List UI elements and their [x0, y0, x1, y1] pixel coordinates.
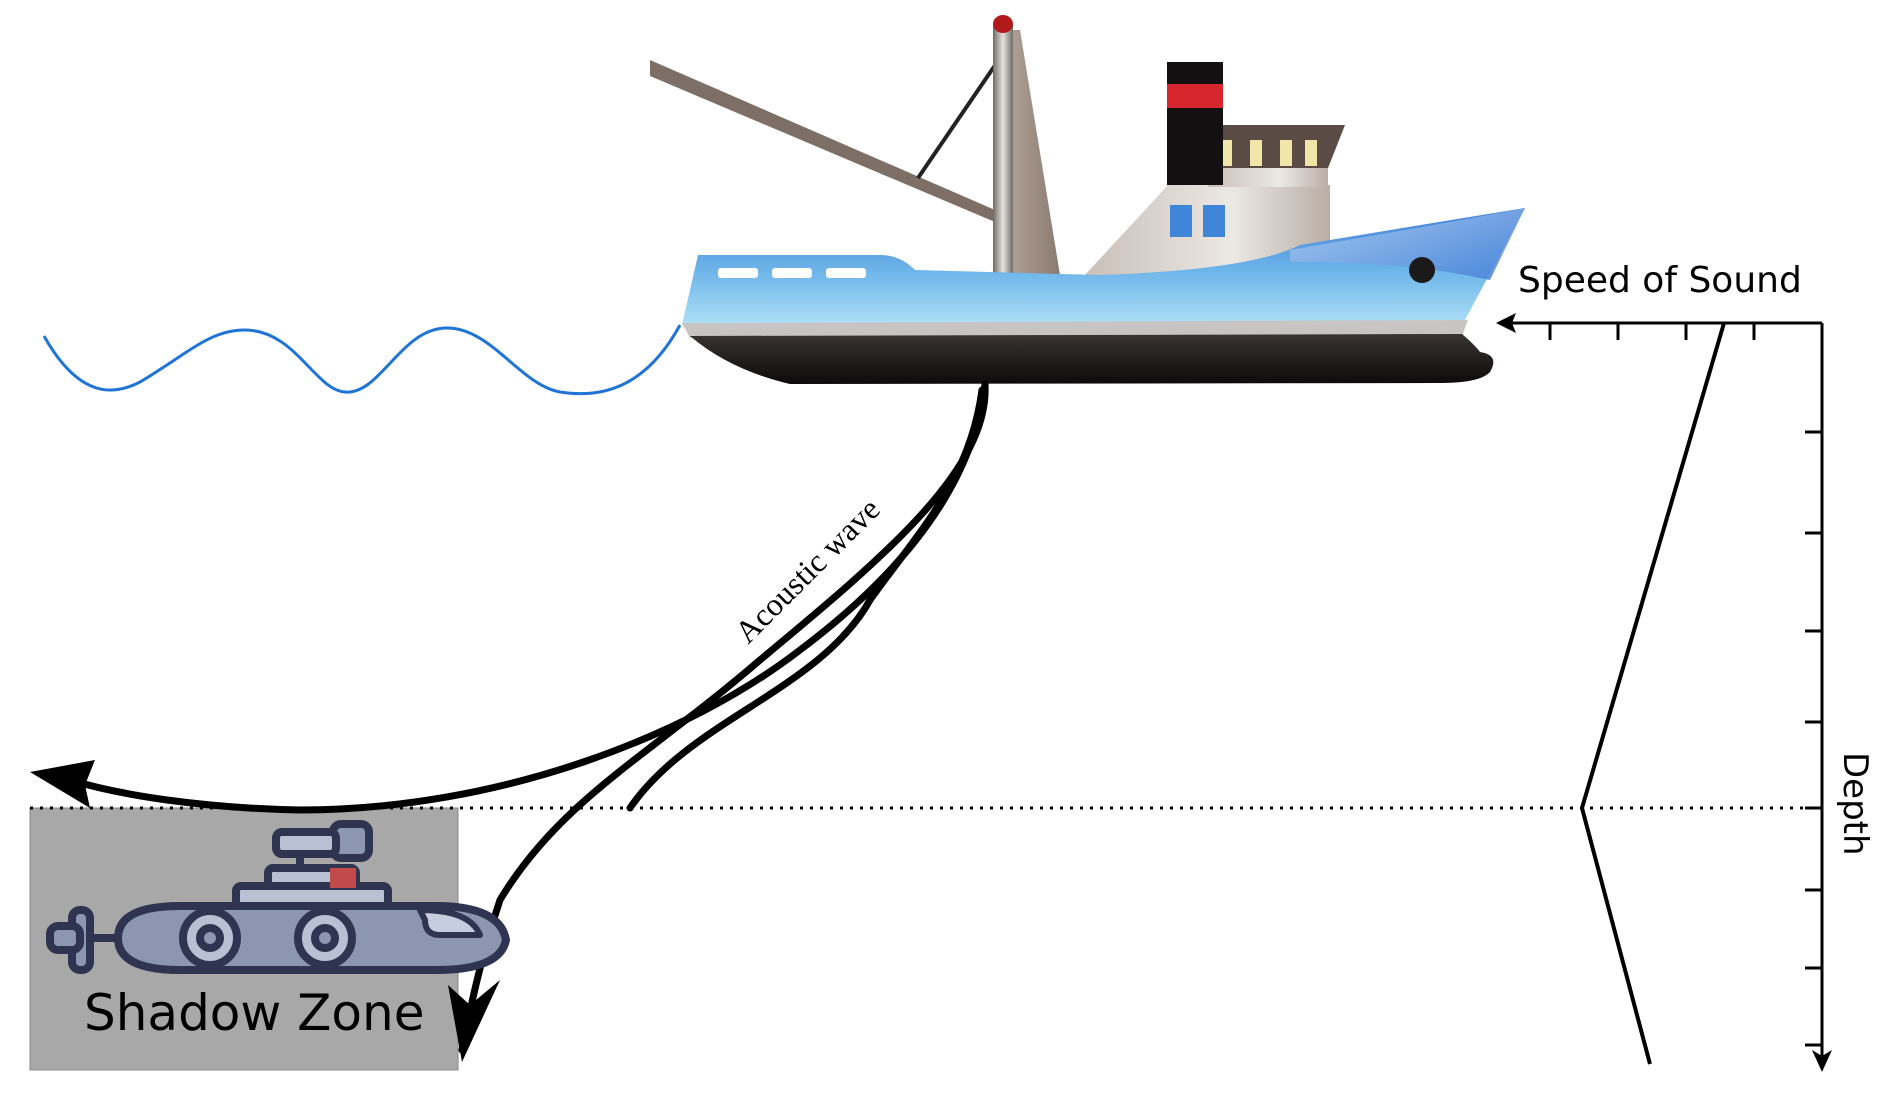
speed-axis-ticks	[1548, 323, 1824, 340]
water-surface-wave	[42, 324, 682, 396]
sound-speed-profile-axes	[1510, 321, 1824, 1060]
ray-arrowhead-left	[30, 760, 95, 808]
sound-speed-profile-line	[1579, 322, 1726, 1065]
ray-middle	[626, 386, 986, 812]
ray-refracted-up	[66, 380, 989, 814]
submarine-icon	[46, 820, 510, 974]
depth-label: Depth	[1835, 752, 1875, 856]
fishing-boat-icon	[650, 15, 1525, 384]
ray-refracted-down	[458, 380, 989, 1054]
depth-axis-arrowhead	[1812, 1050, 1832, 1072]
speed-axis-arrowhead	[1496, 313, 1516, 333]
depth-axis-ticks	[1805, 430, 1822, 1047]
ray-arrowhead-down	[448, 980, 500, 1062]
speed-of-sound-label: Speed of Sound	[1518, 260, 1802, 301]
shadow-zone-label: Shadow Zone	[84, 984, 424, 1042]
